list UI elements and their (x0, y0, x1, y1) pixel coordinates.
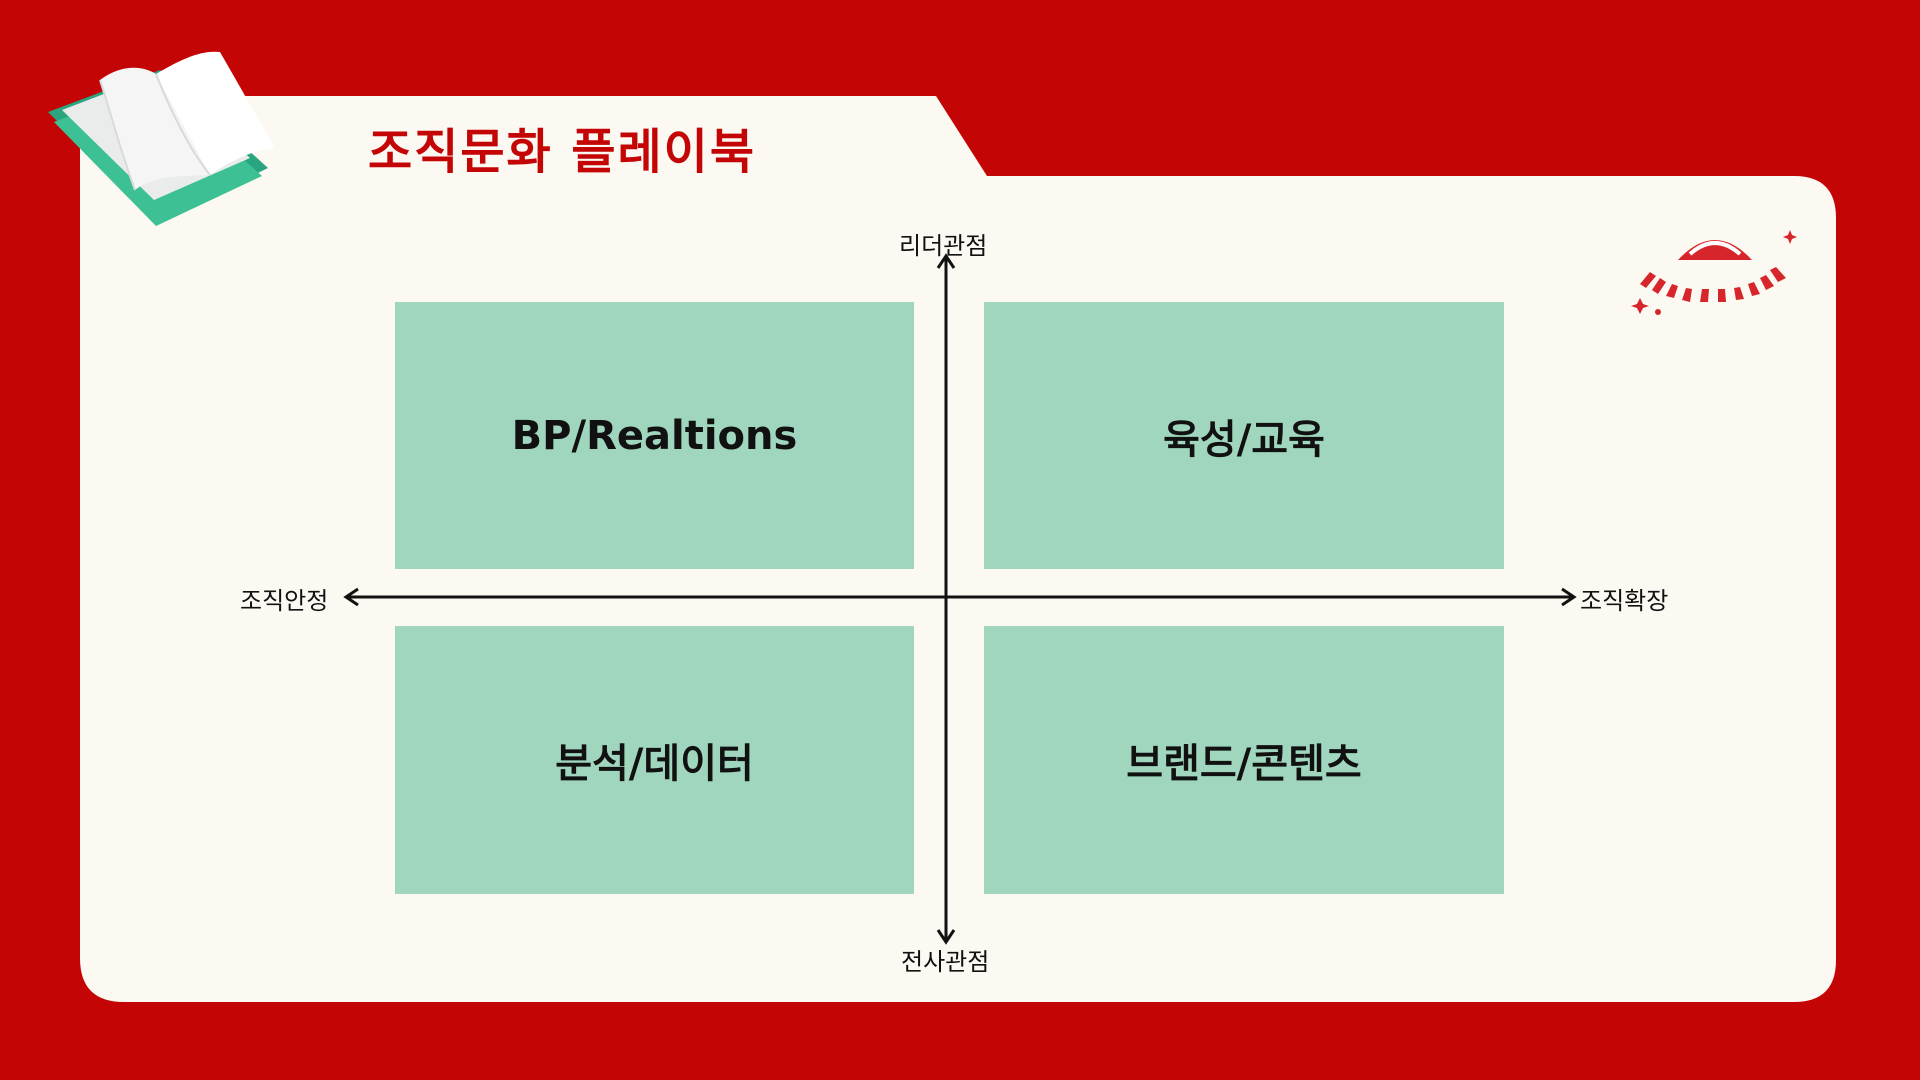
quadrant-top-right: 육성/교육 (984, 302, 1504, 569)
quadrant-top-left: BP/Realtions (395, 302, 914, 569)
axis-label-bottom: 전사관점 (901, 948, 990, 976)
arrow-left-icon (343, 587, 359, 607)
arrow-up-icon (936, 253, 956, 269)
arrow-right-icon (1561, 587, 1577, 607)
quadrant-bottom-left: 분석/데이터 (395, 626, 914, 894)
open-book-icon (48, 51, 275, 226)
axis-label-right: 조직확장 (1580, 587, 1669, 615)
axis-label-top: 리더관점 (899, 232, 988, 260)
quadrant-bottom-right: 브랜드/콘텐츠 (984, 626, 1504, 894)
axis-label-left: 조직안정 (240, 587, 329, 615)
quadrant-label: 분석/데이터 (555, 741, 754, 787)
page-title: 조직문화 플레이북 (368, 124, 756, 180)
arrow-down-icon (936, 929, 956, 945)
quadrant-label: BP/Realtions (511, 412, 798, 459)
quadrant-label: 브랜드/콘텐츠 (1126, 741, 1362, 787)
quadrant-label: 육성/교육 (1163, 416, 1325, 463)
team-new-logo-icon (1631, 230, 1797, 315)
